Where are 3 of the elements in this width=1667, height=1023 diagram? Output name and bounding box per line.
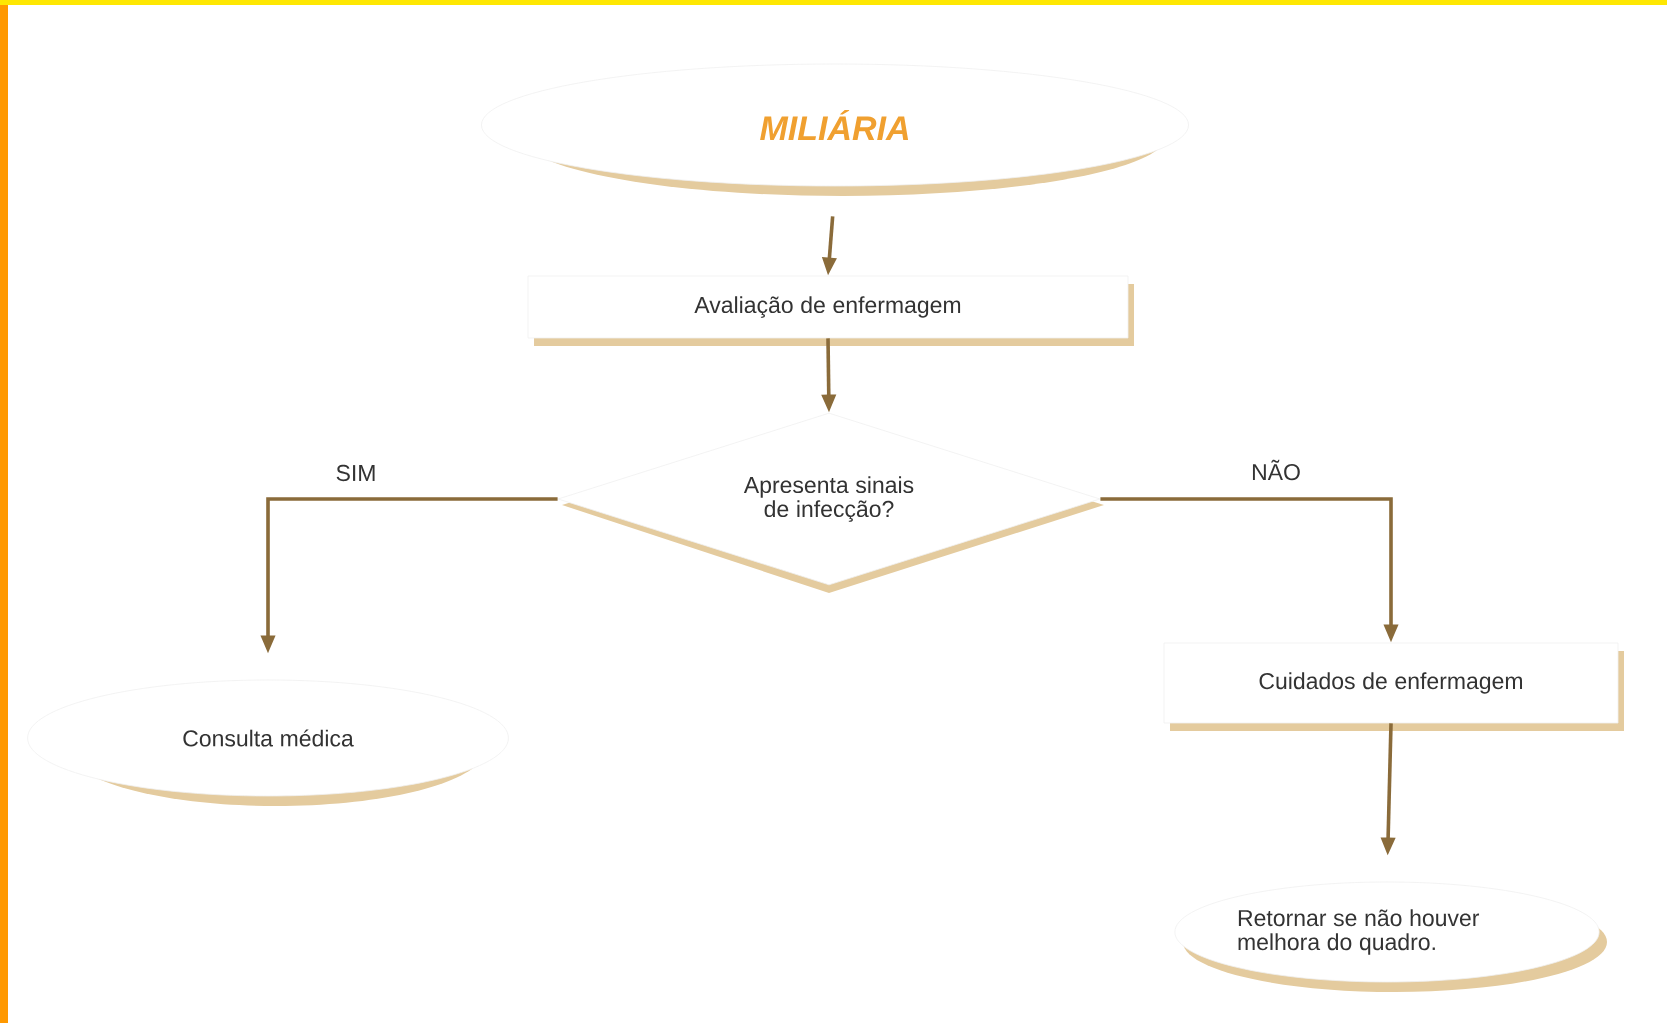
process-box: Cuidados de enfermagem [1163, 642, 1624, 731]
process-box: Avaliação de enfermagem [527, 275, 1134, 346]
edge-label: NÃO [1249, 457, 1303, 483]
